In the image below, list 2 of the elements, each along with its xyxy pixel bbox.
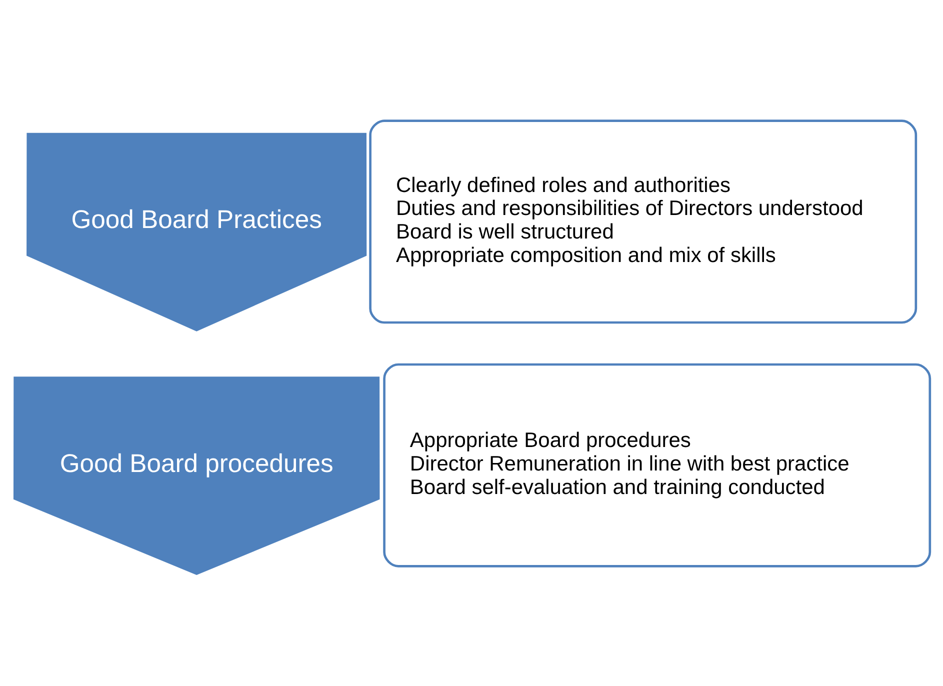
node-box: Appropriate Board procedures Director Remuneration in line with best practice Board self-evaluation and training conducted bbox=[382, 362, 931, 567]
node-box: Clearly defined roles and authorities Duties and responsibilities of Directors understood Board is well structured Appropriate composition and mix of skills bbox=[368, 119, 917, 324]
